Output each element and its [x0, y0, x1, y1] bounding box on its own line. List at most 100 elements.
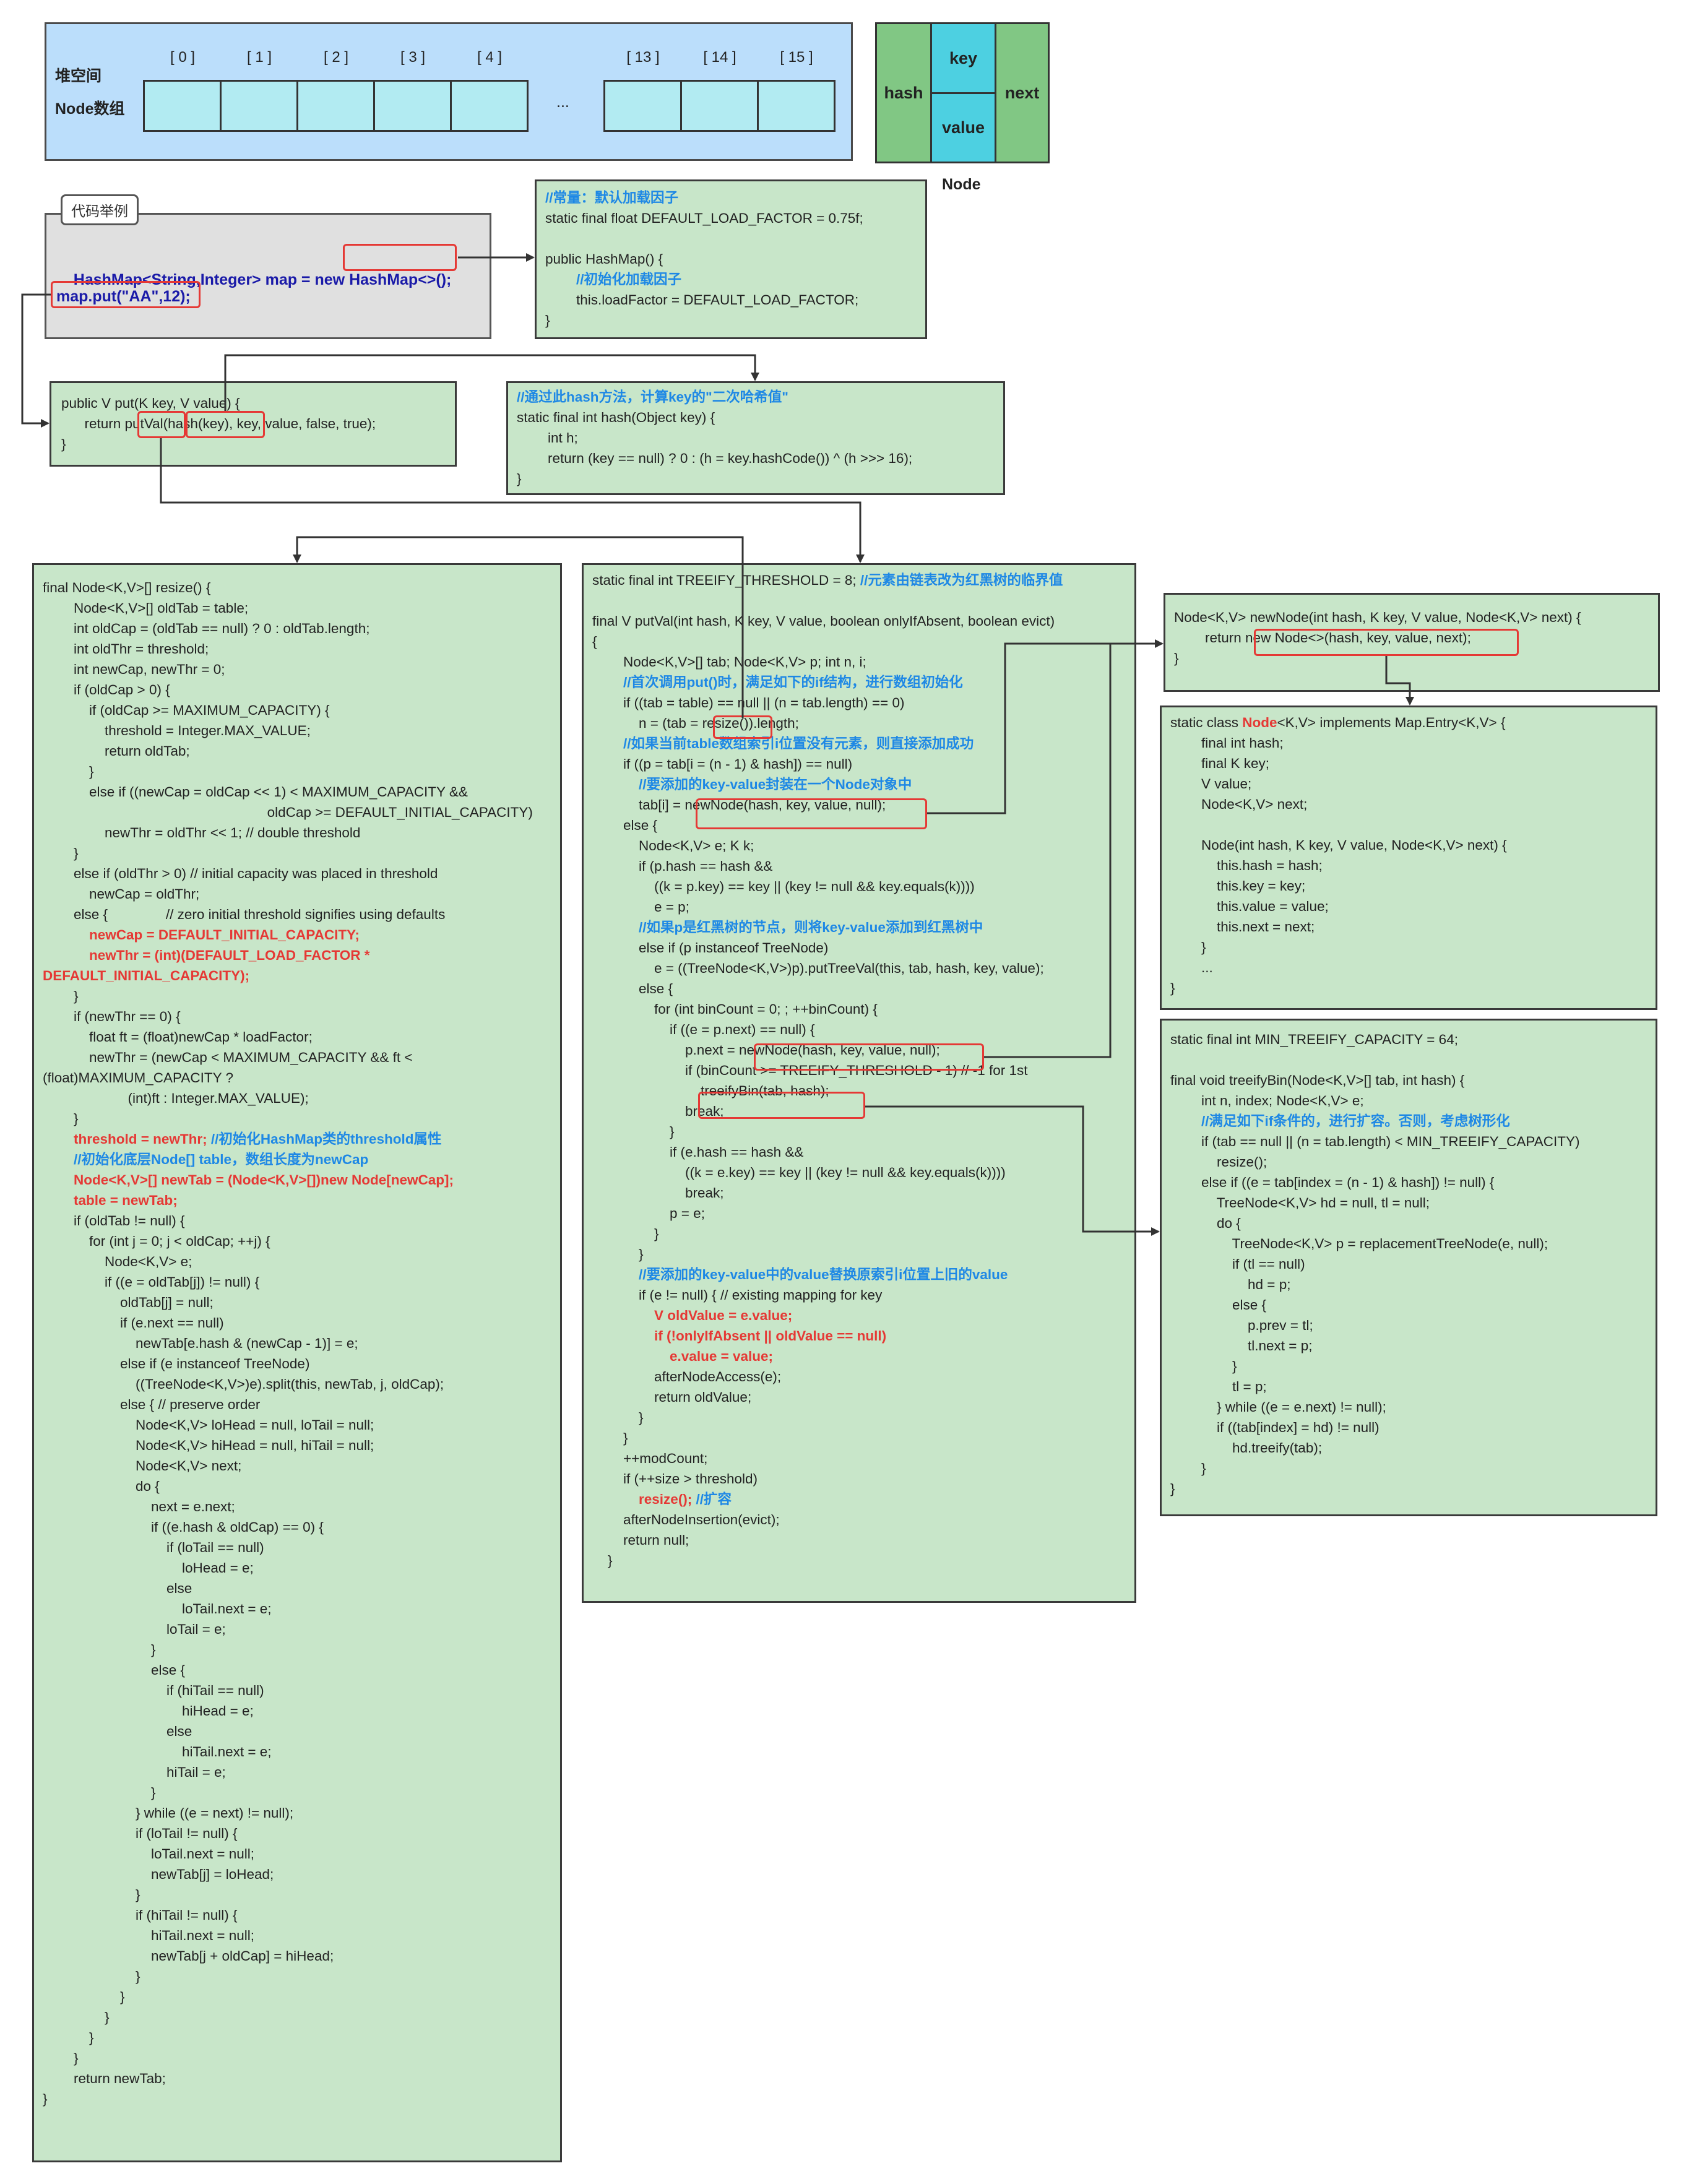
- code-token: final V putVal(int hash, K key, V value,…: [592, 613, 1055, 629]
- code-token: Node<K,V> e;: [43, 1254, 192, 1269]
- code-token: }: [592, 1124, 675, 1139]
- code-token: [43, 927, 89, 943]
- code-line: if (!onlyIfAbsent || oldValue == null): [592, 1326, 1063, 1346]
- code-token: //如果当前table数组索引i位置没有元素，则直接添加成功: [623, 736, 974, 751]
- code-line: else if (p instanceof TreeNode): [592, 938, 1063, 958]
- code-token: hd.treeify(tab);: [1170, 1440, 1323, 1456]
- code-line: newThr = (newCap < MAXIMUM_CAPACITY && f…: [43, 1047, 533, 1068]
- code-token: [592, 1308, 654, 1323]
- code-token: else if ((newCap = oldCap << 1) < MAXIMU…: [43, 784, 468, 800]
- code-line: }: [1170, 978, 1507, 998]
- code-line: V value;: [1170, 774, 1507, 794]
- code-token: }: [43, 2091, 48, 2107]
- code-line: if (loTail == null): [43, 1537, 533, 1558]
- code-token: [592, 920, 639, 935]
- code-line: (float)MAXIMUM_CAPACITY ?: [43, 1068, 533, 1088]
- code-token: resize();: [639, 1491, 696, 1507]
- code-line: }: [43, 1639, 533, 1660]
- code-token: (int)ft : Integer.MAX_VALUE);: [43, 1090, 309, 1106]
- code-token: afterNodeAccess(e);: [592, 1369, 782, 1384]
- code-line: hd.treeify(tab);: [1170, 1438, 1580, 1458]
- code-line: static final int hash(Object key) {: [517, 407, 912, 428]
- code-token: else if ((e = tab[index = (n - 1) & hash…: [1170, 1175, 1495, 1190]
- code-line: if ((e.hash & oldCap) == 0) {: [43, 1517, 533, 1537]
- example-box: HashMap<String,Integer> map = new HashMa…: [45, 213, 491, 339]
- code-line: if (tab == null || (n = tab.length) < MI…: [1170, 1131, 1580, 1152]
- put-code: public V put(K key, V value) { return pu…: [61, 393, 376, 454]
- code-line: hiTail.next = null;: [43, 1925, 533, 1946]
- code-token: //要添加的key-value封装在一个Node对象中: [639, 777, 912, 792]
- code-token: final K key;: [1170, 756, 1270, 771]
- code-line: ((TreeNode<K,V>)e).split(this, newTab, j…: [43, 1374, 533, 1394]
- code-token: Node<K,V>[] tab; Node<K,V> p; int n, i;: [592, 654, 866, 670]
- code-token: if ((tab = table) == null || (n = tab.le…: [592, 695, 905, 710]
- code-line: if (e != null) { // existing mapping for…: [592, 1285, 1063, 1305]
- treeify-code: static final int MIN_TREEIFY_CAPACITY = …: [1170, 1029, 1580, 1499]
- code-line: this.value = value;: [1170, 896, 1507, 917]
- code-line: //要添加的key-value中的value替换原索引i位置上旧的value: [592, 1264, 1063, 1285]
- code-token: this.hash = hash;: [1170, 858, 1323, 873]
- code-token: afterNodeInsertion(evict);: [592, 1512, 780, 1527]
- code-token: return null;: [592, 1532, 689, 1548]
- code-line: [592, 590, 1063, 611]
- code-line: return oldValue;: [592, 1387, 1063, 1407]
- code-token: float ft = (float)newCap * loadFactor;: [43, 1029, 313, 1045]
- code-token: else {: [592, 981, 673, 996]
- code-line: }: [592, 1407, 1063, 1428]
- code-line: hiHead = e;: [43, 1701, 533, 1721]
- code-line: else: [43, 1578, 533, 1599]
- code-line: DEFAULT_INITIAL_CAPACITY);: [43, 965, 533, 986]
- code-token: break;: [592, 1185, 724, 1201]
- code-line: afterNodeAccess(e);: [592, 1366, 1063, 1387]
- code-token: Node(int hash, K key, V value, Node<K,V>…: [1170, 837, 1507, 853]
- code-line: } while ((e = next) != null);: [43, 1803, 533, 1823]
- highlight-pnext-newnode: [754, 1043, 984, 1071]
- code-line: treeifyBin(tab, hash);: [592, 1081, 1063, 1101]
- code-line: int h;: [517, 428, 912, 448]
- code-token: }: [43, 1111, 79, 1126]
- code-token: }: [43, 1969, 140, 1984]
- resize-code: final Node<K,V>[] resize() { Node<K,V>[]…: [43, 577, 533, 2109]
- node-caption: Node: [942, 176, 981, 193]
- code-token: p.prev = tl;: [1170, 1318, 1313, 1333]
- code-token: else if (p instanceof TreeNode): [592, 940, 829, 956]
- code-token: [43, 1193, 74, 1208]
- code-token: this.next = next;: [1170, 919, 1315, 934]
- code-token: Node<K,V> hiHead = null, hiTail = null;: [43, 1438, 374, 1453]
- code-token: TreeNode<K,V> p = replacementTreeNode(e,…: [1170, 1236, 1548, 1251]
- code-token: }: [1170, 1481, 1175, 1496]
- code-token: }: [1174, 650, 1179, 666]
- code-line: loTail = e;: [43, 1619, 533, 1639]
- code-line: }: [1170, 1356, 1580, 1376]
- code-token: //元素由链表改为红黑树的临界值: [860, 572, 1063, 588]
- code-line: }: [592, 1550, 1063, 1571]
- code-token: }: [1170, 939, 1206, 955]
- code-line: if (oldCap >= MAXIMUM_CAPACITY) {: [43, 700, 533, 720]
- code-line: ((k = e.key) == key || (key != null && k…: [592, 1162, 1063, 1183]
- code-line: }: [43, 1987, 533, 2007]
- code-token: }: [592, 1226, 659, 1241]
- code-line: return putVal(hash(key), key, value, fal…: [61, 413, 376, 434]
- code-line: oldTab[j] = null;: [43, 1292, 533, 1313]
- code-token: newCap = DEFAULT_INITIAL_CAPACITY;: [89, 927, 360, 943]
- code-token: newTab[j + oldCap] = hiHead;: [43, 1948, 334, 1964]
- code-line: Node<K,V> newNode(int hash, K key, V val…: [1174, 607, 1581, 628]
- code-line: resize(); //扩容: [592, 1489, 1063, 1509]
- code-token: ...: [1170, 960, 1213, 975]
- array-cell: [373, 80, 452, 132]
- code-token: if (e.next == null): [43, 1315, 224, 1331]
- code-token: if (oldTab != null) {: [43, 1213, 185, 1228]
- code-line: if ((e = p.next) == null) {: [592, 1019, 1063, 1040]
- code-line: }: [1174, 648, 1581, 668]
- code-token: [43, 1152, 74, 1167]
- code-line: n = (tab = resize()).length;: [592, 713, 1063, 733]
- array-index: [ 13 ]: [626, 49, 660, 66]
- node-structure: hash key value next: [875, 22, 1050, 163]
- code-token: hiTail.next = e;: [43, 1744, 272, 1759]
- code-token: else { // preserve order: [43, 1397, 261, 1412]
- code-token: [592, 1267, 639, 1282]
- code-token: }: [1170, 980, 1175, 996]
- code-line: //初始化加载因子: [545, 269, 863, 290]
- code-line: final int hash;: [1170, 733, 1507, 753]
